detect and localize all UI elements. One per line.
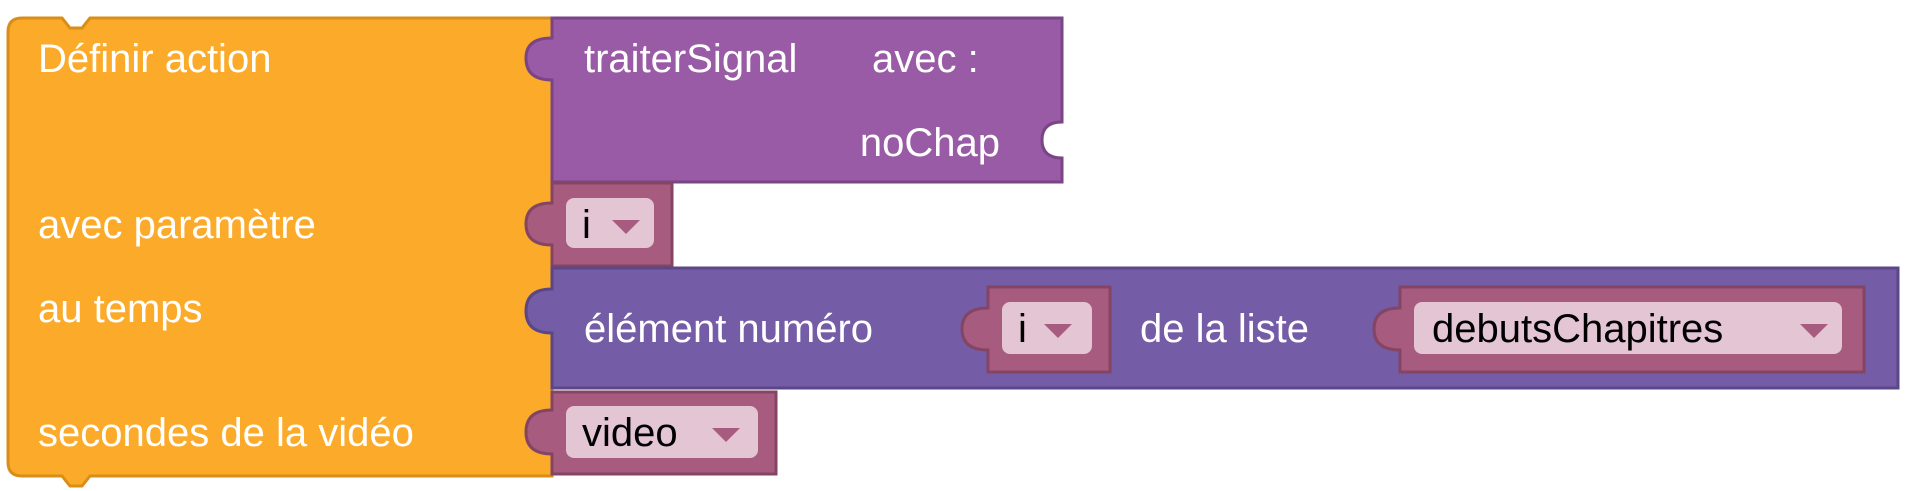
procedure-name: traiterSignal: [584, 37, 797, 81]
list-item-block[interactable]: élément numéro i de la liste debutsChapi…: [524, 266, 1900, 390]
list-dropdown-field[interactable]: [1414, 302, 1842, 354]
param-variable-block[interactable]: i: [524, 181, 674, 268]
index-variable-name: i: [1018, 307, 1027, 351]
video-label: secondes de la vidéo: [38, 411, 414, 455]
index-dropdown-field[interactable]: [1002, 302, 1092, 354]
video-variable-name: video: [582, 411, 678, 455]
time-label: au temps: [38, 287, 203, 331]
procedure-call-block[interactable]: traiterSignal avec : noChap: [524, 16, 1064, 184]
caret-down-icon: [612, 220, 640, 234]
caret-down-icon: [712, 428, 740, 442]
video-variable-block[interactable]: video: [524, 390, 778, 476]
define-action-block[interactable]: Définir action avec paramètre au temps s…: [6, 16, 554, 488]
caret-down-icon: [1800, 324, 1828, 338]
procedure-arg-label: noChap: [860, 121, 1000, 165]
param-variable-name: i: [582, 203, 591, 247]
of-list-label: de la liste: [1140, 307, 1309, 351]
procedure-with-label: avec :: [872, 37, 979, 81]
index-variable-block[interactable]: i: [960, 285, 1112, 374]
list-variable-block[interactable]: debutsChapitres: [1372, 285, 1866, 374]
param-label: avec paramètre: [38, 203, 316, 247]
caret-down-icon: [1044, 324, 1072, 338]
video-dropdown-field[interactable]: [566, 406, 758, 458]
list-variable-name: debutsChapitres: [1432, 307, 1723, 351]
procedure-block-shape: [524, 16, 1064, 184]
define-block-title: Définir action: [38, 37, 271, 81]
param-dropdown-field[interactable]: [566, 198, 654, 248]
list-item-label: élément numéro: [584, 307, 873, 351]
